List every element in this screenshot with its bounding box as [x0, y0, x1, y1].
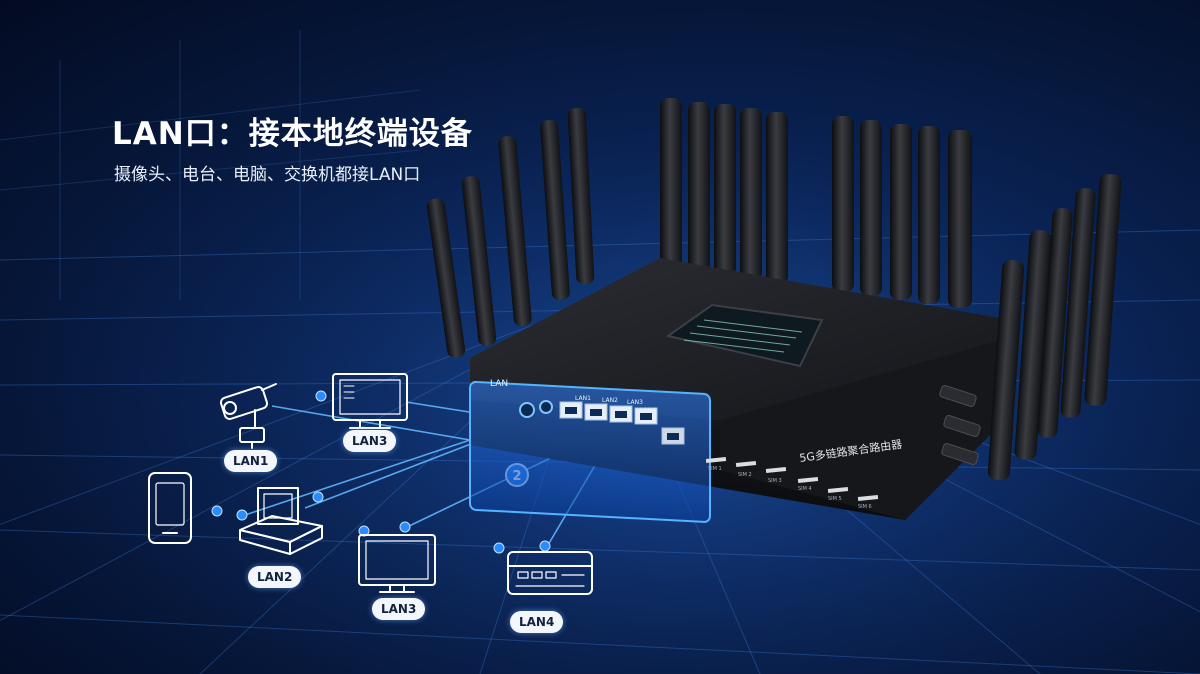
monitor-icon — [358, 534, 436, 593]
node-dot — [399, 521, 411, 533]
node-dot — [312, 491, 324, 503]
monitor-icon — [332, 373, 408, 429]
label-camera: LAN1 — [224, 450, 278, 472]
label-switch: LAN4 — [510, 611, 564, 633]
link-camera — [271, 405, 471, 441]
phone-icon — [148, 472, 192, 544]
svg-text:SIM 5: SIM 5 — [828, 496, 842, 502]
node-dot — [211, 505, 223, 517]
svg-text:LAN1: LAN1 — [575, 395, 591, 402]
label-desktop-box: LAN2 — [248, 566, 302, 588]
svg-text:SIM 6: SIM 6 — [858, 504, 872, 510]
svg-text:SIM 1: SIM 1 — [708, 466, 722, 472]
svg-text:SIM 3: SIM 3 — [768, 478, 782, 484]
reset-button — [539, 400, 553, 414]
svg-text:SIM 2: SIM 2 — [738, 472, 752, 478]
label-monitor-bottom: LAN3 — [372, 598, 426, 620]
page-title: LAN口：接本地终端设备 — [112, 116, 473, 152]
switch-icon — [507, 551, 593, 595]
antennas-center — [660, 98, 788, 284]
label-monitor-top: LAN3 — [343, 430, 397, 452]
svg-text:LAN3: LAN3 — [627, 399, 643, 406]
page-subtitle: 摄像头、电台、电脑、交换机都接LAN口 — [114, 165, 421, 185]
svg-text:SIM 4: SIM 4 — [798, 486, 812, 492]
camera-icon — [219, 383, 277, 449]
antennas-left — [426, 108, 595, 358]
svg-text:LAN2: LAN2 — [602, 397, 618, 404]
antennas-side — [987, 174, 1122, 480]
svg-text:LAN4: LAN4 — [640, 407, 656, 414]
power-jack — [519, 402, 535, 418]
node-dot — [493, 542, 505, 554]
lan-panel-highlight: LAN LAN1 LAN2 LAN3 LAN4 — [469, 379, 711, 523]
node-dot — [315, 390, 327, 402]
node-dot — [236, 509, 248, 521]
antennas-right — [832, 116, 972, 308]
desktop-icon — [239, 487, 323, 555]
panel-tag: LAN — [490, 379, 508, 389]
link-phone — [244, 429, 501, 516]
